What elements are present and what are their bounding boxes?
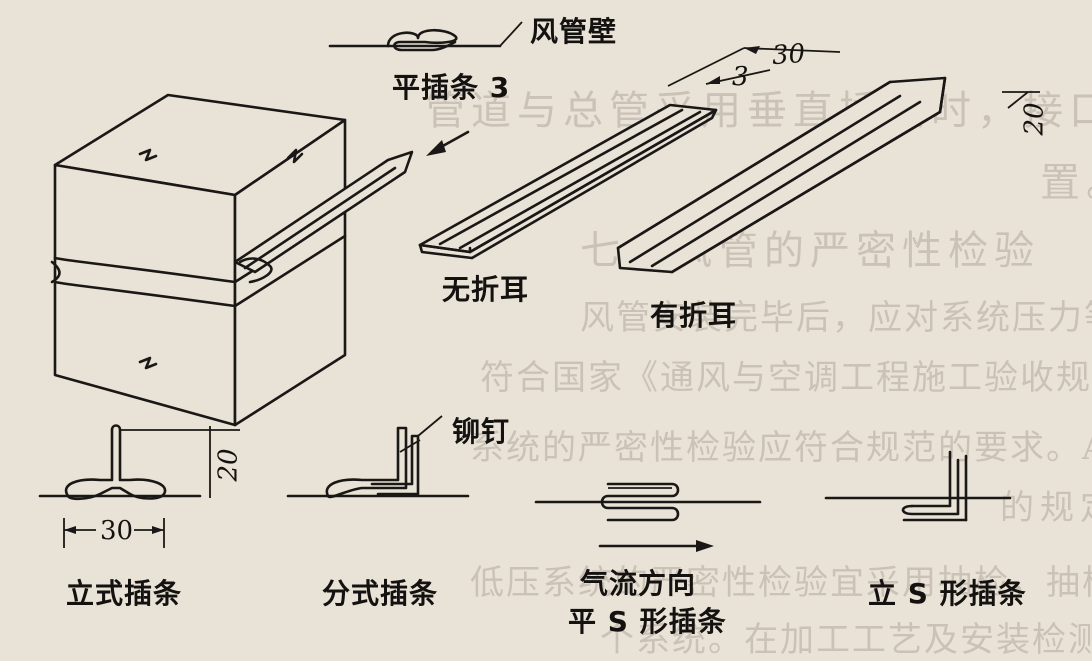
flat-strip-label: 平插条 3 [392, 71, 511, 104]
diagram-canvas: 管道与总管采用垂直插接时，接口处应设置导风 置。 七、风管的严密性检验 风管安装… [38, 15, 1092, 660]
dim-20-right: 20 [1019, 102, 1050, 136]
bleed-text-7: 的规定。 [1000, 488, 1092, 528]
bleed-text-4: 风管安装完毕后，应对系统压力等级进行严密性检验。属 [580, 298, 1092, 338]
split-strip-label: 分式插条 [322, 577, 439, 610]
dim-20-left: 20 [213, 448, 244, 482]
bleed-text-5: 符合国家《通风与空调工程施工验收规范》GB50243—97,中 [480, 358, 1092, 398]
split-strip-section [286, 415, 470, 499]
dim-30-top: 30 [770, 38, 807, 72]
duct-box [50, 93, 414, 427]
bleed-text-2: 置。 [1040, 160, 1092, 206]
with-ear-label: 有折耳 [650, 299, 738, 332]
bleed-text-1: 管道与总管采用垂直插接时，接口处应设置导风 [425, 88, 1092, 134]
no-ear-label: 无折耳 [442, 273, 530, 306]
dim-3: 3 [732, 62, 749, 92]
duct-wall-label: 风管壁 [530, 15, 618, 48]
flat-strip-section [328, 21, 523, 52]
line-drawing [38, 21, 1040, 552]
standing-s-strip-section [824, 450, 1012, 522]
flat-s-strip-label: 平 S 形插条 [568, 605, 727, 638]
flat-s-strip-section [534, 482, 762, 552]
dimension-marks [667, 46, 841, 87]
standing-strip-label: 立式插条 [66, 577, 183, 610]
airflow-label: 气流方向 [580, 567, 697, 600]
rivet-label: 铆钉 [452, 415, 511, 448]
standing-strip-section [38, 424, 240, 548]
bleed-text-6: 系统的严密性检验应符合规范的要求。A 漏光法检测和漏风 [470, 428, 1092, 468]
insert-arrow [426, 130, 470, 156]
dim-30-bottom: 30 [100, 516, 134, 546]
standing-s-strip-label: 立 S 形插条 [868, 577, 1027, 610]
strip-with-ear [616, 76, 1040, 274]
bleed-text-8: 低压系统的严密性检验宜采用抽检，抽检率为 5%，且抽检 [470, 563, 1092, 603]
strip-no-ear [418, 103, 718, 260]
